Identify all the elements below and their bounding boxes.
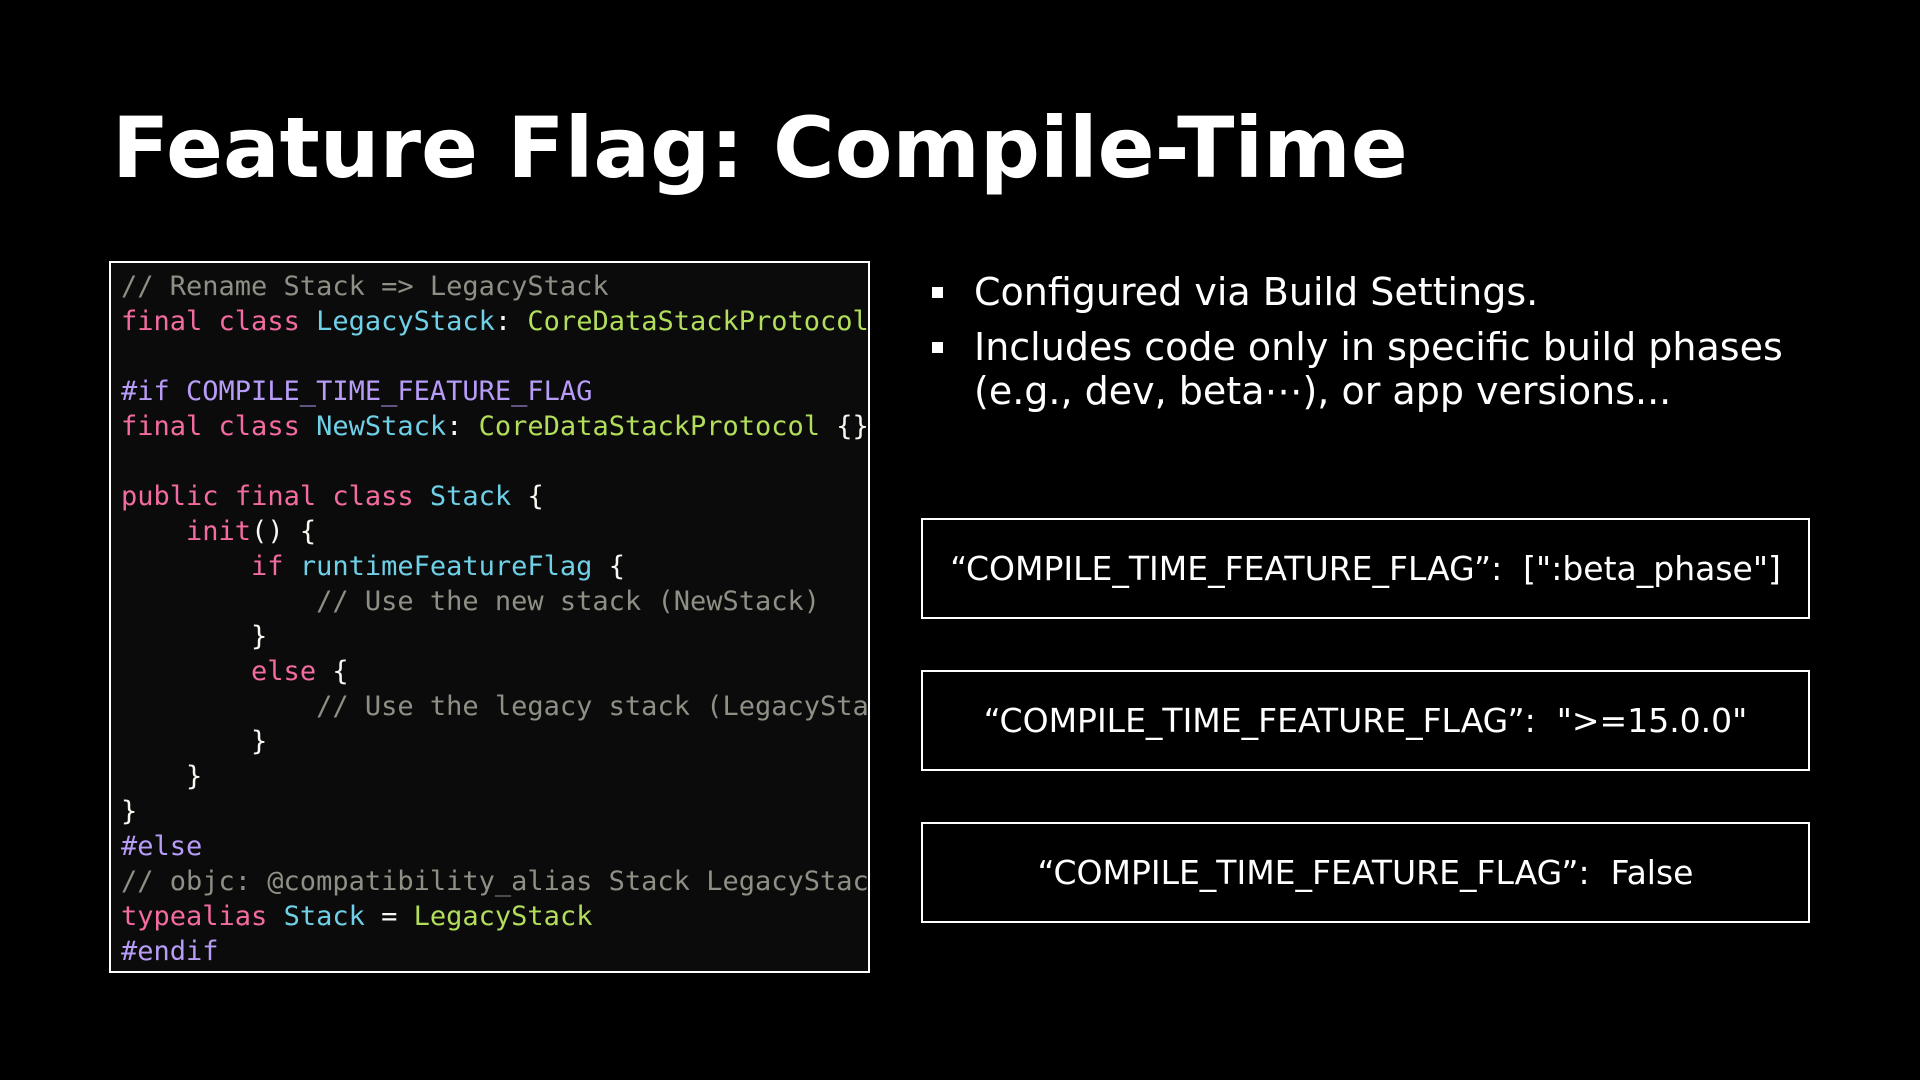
code-line: } [121,759,868,794]
code-token-type: Stack [429,481,512,512]
code-token-plain [202,411,218,442]
code-token-comment: // Use the legacy stack (LegacyStack) [316,691,870,722]
code-token-plain [300,411,316,442]
code-token-plain [121,516,186,547]
flag-config-text: “COMPILE_TIME_FEATURE_FLAG”: False [1037,853,1694,892]
code-token-keyword: final [234,481,317,512]
code-line: final class LegacyStack: CoreDataStackPr… [121,304,870,339]
code-token-directive: #if COMPILE_TIME_FEATURE_FLAG [121,376,593,407]
bullet-text: Includes code only in specific build pha… [974,325,1783,413]
code-token-keyword: final [121,411,203,442]
code-token-plain [284,551,300,582]
code-token-keyword: class [218,306,300,337]
code-token-plain: { [511,481,544,512]
code-line: init() { [121,514,868,549]
code-token-plain [219,481,235,512]
code-token-directive: #endif [121,936,219,967]
code-token-comment: // Use the new stack (NewStack) [316,586,820,617]
code-token-plain [202,306,218,337]
code-token-type: runtimeFeatureFlag [299,551,593,582]
code-token-plain [300,306,316,337]
code-token-keyword: public [121,481,219,512]
code-token-plain [316,481,332,512]
code-token-keyword: final [121,306,203,337]
bullet-list: Configured via Build Settings. Includes … [928,270,1888,424]
code-token-plain [267,901,283,932]
code-token-keyword: init [186,516,252,547]
code-token-plain: { [316,656,349,687]
code-line: if runtimeFeatureFlag { [121,549,868,584]
code-line: // Use the legacy stack (LegacyStack) [121,689,870,724]
code-token-plain: {} [820,411,869,442]
code-line: public final class Stack { [121,479,868,514]
code-line: #else [121,829,868,864]
slide-title: Feature Flag: Compile-Time [112,99,1408,197]
code-line [121,339,868,374]
flag-config-box: “COMPILE_TIME_FEATURE_FLAG”: ">=15.0.0" [921,670,1810,771]
code-token-plain: = [364,901,414,932]
code-line: #if COMPILE_TIME_FEATURE_FLAG [121,374,868,409]
code-line: #endif [121,934,868,969]
code-token-plain: { [592,551,625,582]
code-line: } [121,724,868,759]
code-token-plain: () { [251,516,317,547]
code-line: typealias Stack = LegacyStack [121,899,868,934]
code-token-plain: : [446,411,479,442]
code-token-keyword: class [332,481,414,512]
code-token-keyword: typealias [121,901,268,932]
code-token-plain [121,551,251,582]
code-token-keyword: class [218,411,300,442]
code-token-keyword: else [251,656,317,687]
flag-config-box: “COMPILE_TIME_FEATURE_FLAG”: [":beta_pha… [921,518,1810,619]
code-line: final class NewStack: CoreDataStackProto… [121,409,869,444]
code-token-plain [121,586,316,617]
flag-config-text: “COMPILE_TIME_FEATURE_FLAG”: [":beta_pha… [950,549,1781,588]
code-token-proto: CoreDataStackProtocol [527,306,869,337]
code-line: } [121,619,868,654]
code-token-comment: // Rename Stack => LegacyStack [121,271,609,302]
code-line [121,444,868,479]
code-token-plain: { } [869,306,870,337]
code-token-plain: } [121,796,138,827]
flag-config-text: “COMPILE_TIME_FEATURE_FLAG”: ">=15.0.0" [983,701,1748,740]
code-token-type: Stack [283,901,365,932]
bullet-item: Includes code only in specific build pha… [928,325,1888,413]
code-line: // Use the new stack (NewStack) [121,584,868,619]
code-token-proto: LegacyStack [413,901,593,932]
code-token-plain: } [121,726,268,757]
bullet-item: Configured via Build Settings. [928,270,1888,314]
code-token-plain [121,656,251,687]
code-token-type: LegacyStack [316,306,495,337]
code-line: } [121,794,868,829]
code-token-plain [121,691,316,722]
code-token-directive: #else [121,831,203,862]
code-line: else { [121,654,868,689]
code-token-type: NewStack [316,411,447,442]
code-token-plain [414,481,430,512]
code-token-plain: } [121,761,203,792]
bullet-text: Configured via Build Settings. [974,270,1539,314]
code-token-comment: // objc: @compatibility_alias Stack Lega… [121,866,870,897]
code-token-plain: } [121,621,268,652]
square-bullet-icon [932,287,943,298]
square-bullet-icon [932,342,943,353]
flag-config-box: “COMPILE_TIME_FEATURE_FLAG”: False [921,822,1810,923]
code-token-keyword: if [251,551,284,582]
code-line: // objc: @compatibility_alias Stack Lega… [121,864,870,899]
code-token-plain: : [494,306,528,337]
code-line: // Rename Stack => LegacyStack [121,269,868,304]
code-token-proto: CoreDataStackProtocol [478,411,821,442]
